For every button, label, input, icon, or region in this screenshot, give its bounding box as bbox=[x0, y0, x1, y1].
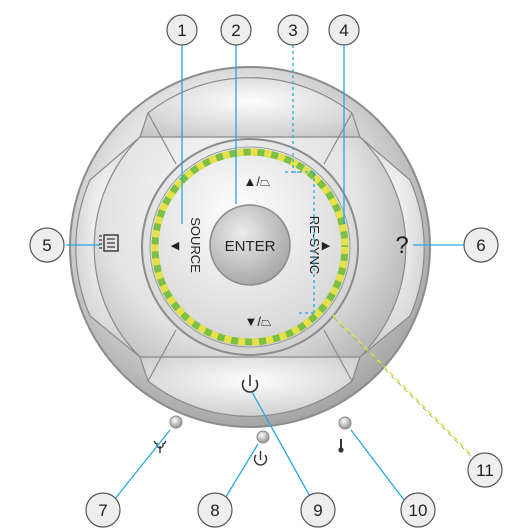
callout-1: 1 bbox=[166, 14, 198, 46]
power-led bbox=[256, 430, 270, 444]
power-led-icon bbox=[253, 451, 268, 466]
temperature-led bbox=[338, 416, 352, 430]
callout-11: 11 bbox=[467, 452, 503, 488]
lamp-led bbox=[169, 415, 183, 429]
ring-leader-line-shadow bbox=[333, 317, 474, 459]
left-arrow-icon: ◀ bbox=[171, 240, 180, 252]
down-keystone-button-label[interactable]: ▼/⏢ bbox=[245, 314, 272, 329]
callout-2: 2 bbox=[220, 14, 252, 46]
callout-10: 10 bbox=[400, 492, 436, 528]
menu-segment-button[interactable] bbox=[75, 136, 141, 358]
menu-icon bbox=[99, 234, 119, 252]
leader-lines bbox=[66, 45, 465, 501]
callout-5: 5 bbox=[29, 227, 65, 263]
callout-4: 4 bbox=[328, 14, 360, 46]
help-segment-button[interactable] bbox=[359, 136, 425, 358]
svg-text:8: 8 bbox=[210, 501, 219, 520]
top-segment-button[interactable] bbox=[139, 77, 361, 138]
navigation-ring-outer-edge bbox=[149, 146, 351, 348]
enter-label: ENTER bbox=[225, 238, 276, 255]
svg-text:1: 1 bbox=[177, 21, 186, 40]
svg-text:4: 4 bbox=[339, 21, 348, 40]
help-icon: ? bbox=[395, 232, 408, 259]
callout-3: 3 bbox=[277, 14, 309, 46]
keystone-leader-dashed bbox=[284, 45, 315, 314]
callout-6: 6 bbox=[463, 227, 499, 263]
navigation-ring-dashes bbox=[151, 148, 349, 346]
up-keystone-button-label[interactable]: ▲/⏢ bbox=[244, 174, 271, 189]
ring-leader-line bbox=[332, 314, 473, 456]
power-icon bbox=[241, 375, 259, 393]
enter-button[interactable] bbox=[209, 204, 291, 286]
callout-8: 8 bbox=[197, 492, 233, 528]
callout-7: 7 bbox=[85, 492, 121, 528]
svg-text:5: 5 bbox=[42, 236, 51, 255]
right-arrow-icon: ▶ bbox=[322, 240, 331, 252]
source-button-label[interactable]: SOURCE bbox=[188, 217, 203, 273]
svg-text:9: 9 bbox=[313, 501, 322, 520]
svg-text:11: 11 bbox=[476, 461, 494, 480]
callout-9: 9 bbox=[300, 492, 336, 528]
svg-text:7: 7 bbox=[98, 501, 107, 520]
svg-text:3: 3 bbox=[288, 21, 297, 40]
svg-text:10: 10 bbox=[409, 501, 428, 520]
segment-dividers bbox=[147, 112, 353, 382]
thermometer-icon bbox=[338, 439, 344, 453]
svg-text:6: 6 bbox=[476, 236, 485, 255]
svg-text:2: 2 bbox=[231, 21, 240, 40]
bottom-segment-button[interactable] bbox=[139, 356, 361, 417]
